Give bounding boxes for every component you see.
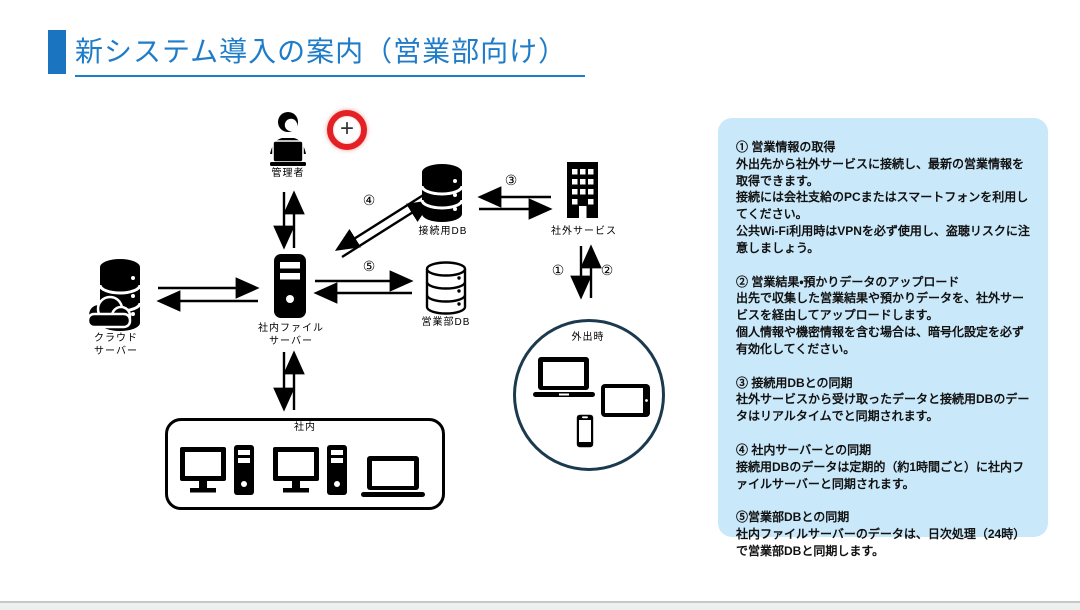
panel-body-5: 社内ファイルサーバーのデータは、日次処理（24時）で営業部DBと同期します。 bbox=[736, 527, 1026, 558]
sales-db-icon[interactable] bbox=[424, 261, 468, 315]
cloud-server-icon[interactable] bbox=[84, 258, 146, 332]
step-number-5: ⑤ bbox=[362, 258, 376, 274]
workspace-background bbox=[0, 603, 1080, 610]
step-number-1: ① bbox=[551, 262, 565, 278]
title-accent-bar bbox=[48, 30, 66, 74]
cursor-highlight-circle: + bbox=[327, 110, 367, 150]
cloud-server-label: クラウド サーバー bbox=[94, 333, 138, 357]
desktop-tower-icon[interactable] bbox=[326, 444, 348, 496]
external-service-icon[interactable] bbox=[562, 160, 603, 218]
crosshair-cursor-icon: + bbox=[339, 115, 354, 142]
tablet-icon[interactable] bbox=[600, 383, 651, 418]
step-number-4: ④ bbox=[362, 192, 376, 208]
arrow-cloud-fileserver[interactable] bbox=[156, 277, 260, 312]
file-server-icon[interactable] bbox=[272, 252, 308, 320]
step-number-3: ③ bbox=[504, 172, 518, 188]
arrow-connectdb-external[interactable] bbox=[477, 186, 553, 220]
connect-db-icon[interactable] bbox=[420, 163, 464, 223]
desktop-monitor-icon[interactable] bbox=[179, 446, 227, 493]
panel-body-2: 出先で収集した営業結果や預かりデータを、社外サービスを経由してアップロードします… bbox=[736, 291, 1025, 356]
sales-db-label: 営業部DB bbox=[421, 317, 471, 328]
admin-label: 管理者 bbox=[271, 168, 305, 179]
connect-db-label: 接続用DB bbox=[418, 226, 468, 237]
panel-section-2: ② 営業結果・預かりデータのアップロード 出先で収集した営業結果や預かりデータを… bbox=[736, 274, 1032, 358]
panel-body-3: 社外サービスから受け取ったデータと接続用DBのデータはリアルタイムでと同期されま… bbox=[736, 392, 1030, 424]
panel-heading-4: ④ 社内サーバーとの同期 bbox=[736, 442, 872, 457]
panel-section-3: ③ 接続用DBとの同期 社外サービスから受け取ったデータと接続用DBのデータはリ… bbox=[736, 375, 1032, 425]
panel-section-4: ④ 社内サーバーとの同期 接続用DBのデータは定期的（約1時間ごと）に社内ファイ… bbox=[736, 442, 1032, 492]
desktop-monitor-icon[interactable] bbox=[272, 446, 320, 493]
info-panel[interactable]: ① 営業情報の取得 外出先から社外サービスに接続し、最新の営業情報を取得できます… bbox=[718, 118, 1048, 558]
arrow-fileserver-office[interactable] bbox=[273, 350, 305, 412]
panel-body-4: 接続用DBのデータは定期的（約1時間ごと）に社内ファイルサーバーと同期されます。 bbox=[736, 459, 1025, 491]
panel-section-5: ⑤営業部DBとの同期 社内ファイルサーバーのデータは、日次処理（24時）で営業部… bbox=[736, 509, 1032, 559]
office-laptop-icon[interactable] bbox=[360, 455, 426, 498]
mobile-laptop-icon[interactable] bbox=[533, 356, 595, 398]
desktop-tower-icon[interactable] bbox=[233, 444, 255, 496]
arrow-external-outofoffice[interactable] bbox=[570, 244, 602, 300]
file-server-label: 社内ファイル サーバー bbox=[258, 323, 324, 347]
panel-section-1: ① 営業情報の取得 外出先から社外サービスに接続し、最新の営業情報を取得できます… bbox=[736, 139, 1032, 257]
panel-heading-3: ③ 接続用DBとの同期 bbox=[736, 375, 853, 390]
out-of-office-label: 外出時 bbox=[571, 332, 605, 343]
arrow-fileserver-salesdb[interactable] bbox=[313, 270, 414, 304]
slide-title[interactable]: 新システム導入の案内（営業部向け） bbox=[75, 30, 586, 77]
admin-person-icon[interactable] bbox=[266, 110, 310, 168]
panel-heading-1: ① 営業情報の取得 bbox=[736, 140, 836, 154]
external-service-label: 社外サービス bbox=[551, 226, 617, 237]
panel-heading-5: ⑤営業部DBとの同期 bbox=[736, 510, 850, 525]
panel-body-1: 外出先から社外サービスに接続し、最新の営業情報を取得できます。 接続には会社支給… bbox=[736, 156, 1030, 255]
slide-bottom-edge bbox=[0, 601, 1080, 603]
panel-heading-2: ② 営業結果・預かりデータのアップロード bbox=[736, 274, 960, 289]
office-label: 社内 bbox=[294, 422, 316, 433]
smartphone-icon[interactable] bbox=[576, 414, 594, 448]
step-number-2: ② bbox=[600, 262, 614, 278]
arrow-admin-fileserver[interactable] bbox=[273, 190, 305, 250]
